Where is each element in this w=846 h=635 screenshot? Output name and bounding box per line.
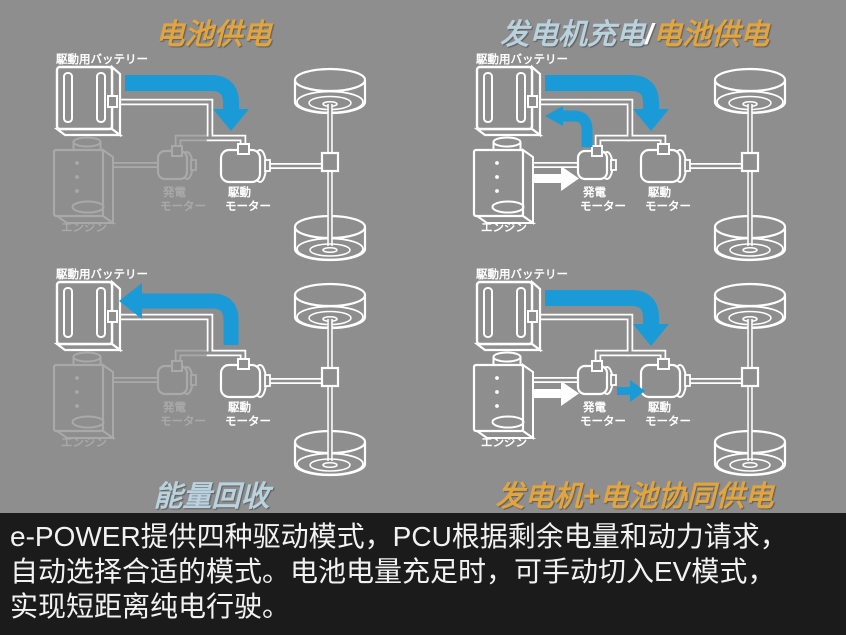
- caption-line-3: 实现短距离纯电行驶。: [10, 591, 291, 622]
- front-wheel-icon: [293, 67, 367, 115]
- title-part: 发电机充电: [499, 19, 645, 51]
- drive-motor-icon: [639, 358, 691, 399]
- battery-icon: [53, 279, 124, 353]
- flow-arrow-battery-to-drive: [125, 75, 249, 131]
- generator-label: 発電: [582, 185, 606, 199]
- diagram-generator-charging: 駆動用バッテリー発電モーター駆動モーターエンジン: [420, 50, 843, 265]
- flow-arrow-drive-to-battery: [119, 283, 239, 345]
- drive-motor-label: モーター: [225, 199, 271, 213]
- generator-label: 発電: [582, 400, 606, 414]
- rear-wheel-hub: [309, 458, 351, 472]
- caption-bar: e-POWER提供四种驱动模式，PCU根据剩余电量和动力请求， 自动选择合适的模…: [0, 513, 846, 635]
- flow-arrow-engine-to-generator: [534, 166, 579, 191]
- drive-motor-label: モーター: [225, 414, 271, 428]
- engine-label: エンジン: [61, 436, 107, 449]
- flow-arrow-battery-to-drive: [545, 75, 669, 131]
- quadrant-title-energy-recovery: 能量回收: [0, 473, 423, 515]
- flow-arrow-engine-to-generator: [534, 381, 579, 406]
- generator-label: モーター: [160, 199, 206, 213]
- battery-label: 駆動用バッテリー: [476, 267, 568, 281]
- generator-motor-icon: [156, 145, 197, 181]
- title-part: 电池供电: [155, 19, 272, 51]
- drive-motor-icon: [219, 143, 271, 184]
- caption-line-1: e-POWER提供四种驱动模式，PCU根据剩余电量和动力请求，: [10, 521, 788, 552]
- quadrant-title-battery-powered: 电池供电: [2, 11, 425, 53]
- generator-label: モーター: [580, 414, 626, 428]
- rear-wheel-hub: [729, 458, 771, 472]
- drive-motor-label: 駆動: [228, 185, 251, 199]
- engine-label: エンジン: [61, 221, 107, 234]
- generator-motor-icon: [576, 145, 617, 181]
- battery-icon: [473, 64, 544, 138]
- flow-arrow-generator-to-battery: [545, 106, 593, 147]
- diagram-energy-recovery: 駆動用バッテリー発電モーター駆動モーターエンジン: [0, 265, 423, 480]
- drive-motor-icon: [639, 143, 691, 184]
- generator-label: モーター: [160, 414, 206, 428]
- title-part: 能量回收: [153, 481, 270, 513]
- generator-label: モーター: [580, 199, 626, 213]
- rear-wheel-hub: [309, 243, 351, 257]
- battery-label: 駆動用バッテリー: [56, 267, 148, 281]
- engine-icon: [472, 136, 537, 225]
- front-wheel-icon: [713, 67, 787, 115]
- diagram-battery-powered: 駆動用バッテリー発電モーター駆動モーターエンジン: [0, 50, 423, 265]
- generator-label: 発電: [162, 185, 186, 199]
- engine-icon: [52, 136, 117, 225]
- battery-icon: [473, 279, 544, 353]
- differential: [740, 151, 760, 173]
- rear-wheel-hub: [729, 243, 771, 257]
- differential: [320, 151, 340, 173]
- differential: [320, 366, 340, 388]
- engine-label: エンジン: [481, 436, 527, 449]
- wiring: [532, 313, 667, 368]
- battery-icon: [53, 64, 124, 138]
- quadrant-title-generator-charging: 发电机充电/电池供电: [423, 11, 846, 53]
- drive-motor-label: モーター: [645, 199, 691, 213]
- title-part: 电池供电: [653, 19, 770, 51]
- generator-motor-icon: [156, 360, 197, 396]
- diagram-combined-supply: 駆動用バッテリー発電モーター駆動モーターエンジン: [420, 265, 843, 480]
- flow-arrow-battery-to-drive: [545, 290, 669, 346]
- quadrant-title-combined-supply: 发电机+电池协同供电: [423, 473, 846, 515]
- drive-motor-label: モーター: [645, 414, 691, 428]
- drive-motor-label: 駆動: [228, 400, 251, 414]
- generator-motor-icon: [576, 360, 617, 396]
- title-part: /: [644, 19, 654, 51]
- engine-label: エンジン: [481, 221, 527, 234]
- flow-arrow-generator-to-drive: [617, 380, 645, 402]
- drive-motor-label: 駆動: [648, 400, 671, 414]
- caption-line-2: 自动选择合适的模式。电池电量充足时，可手动切入EV模式，: [10, 556, 776, 587]
- battery-label: 駆動用バッテリー: [476, 52, 568, 66]
- front-wheel-icon: [713, 282, 787, 330]
- battery-label: 駆動用バッテリー: [56, 52, 148, 66]
- drive-motor-icon: [219, 358, 271, 399]
- title-part: 发电机+电池协同供电: [495, 481, 774, 513]
- differential: [740, 366, 760, 388]
- generator-label: 発電: [162, 400, 186, 414]
- engine-icon: [472, 351, 537, 440]
- wiring: [112, 98, 247, 153]
- engine-icon: [52, 351, 117, 440]
- drive-motor-label: 駆動: [648, 185, 671, 199]
